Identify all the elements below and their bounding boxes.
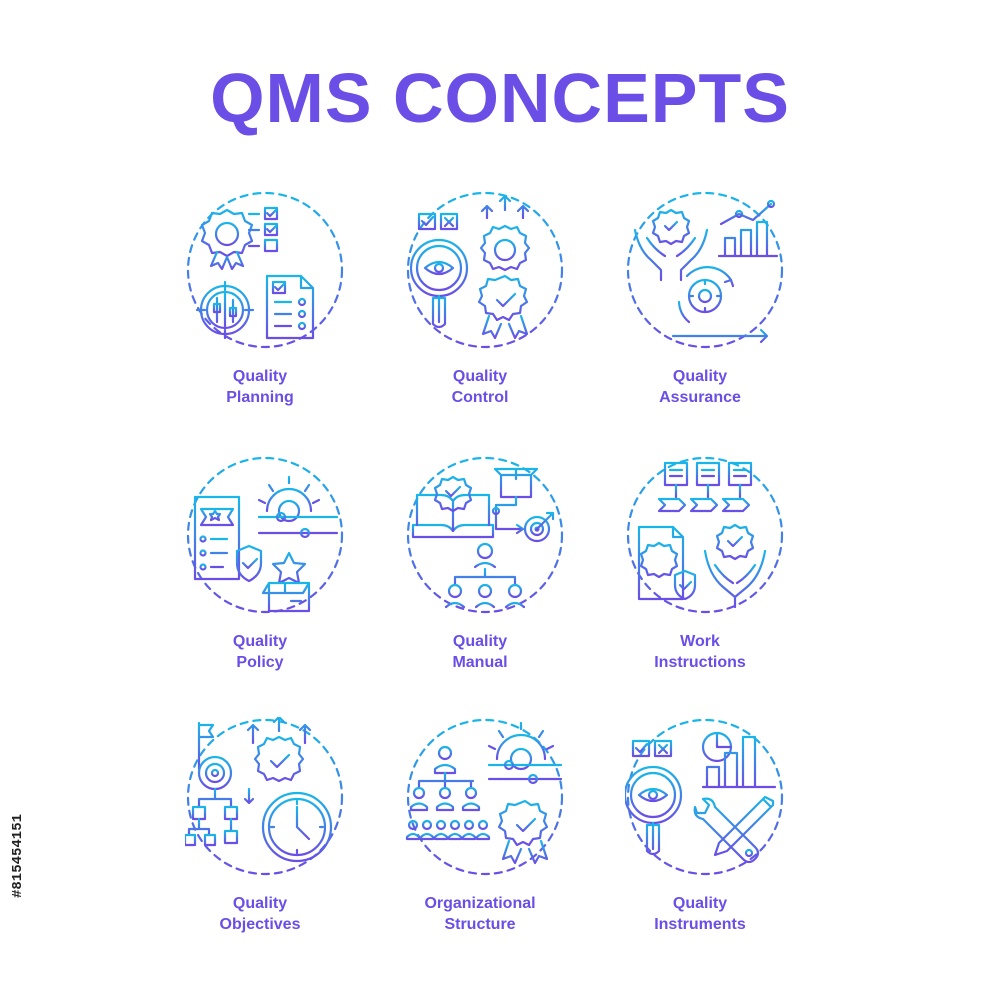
page-title: QMS CONCEPTS <box>210 59 790 137</box>
concept-label-line1: Work <box>680 633 720 650</box>
concept-quality-control: Quality Control <box>395 190 615 455</box>
concepts-grid: Quality Planning Quality <box>175 190 835 950</box>
concept-label-line2: Instruments <box>654 916 746 933</box>
concept-label-line1: Quality <box>452 633 508 650</box>
concept-label-line1: Quality <box>672 895 728 912</box>
concept-label: Quality Instruments <box>615 893 785 935</box>
concept-label-line1: Organizational <box>424 895 536 912</box>
organizational-structure-icon <box>405 718 564 876</box>
concept-label: Quality Policy <box>175 631 345 673</box>
concept-label: Quality Assurance <box>615 366 785 408</box>
quality-control-icon <box>406 191 564 349</box>
concept-organizational-structure: Organizational Structure <box>395 717 615 979</box>
concept-label: Quality Manual <box>395 631 565 673</box>
concept-label-line1: Quality <box>232 368 288 385</box>
concept-work-instructions: Work Instructions <box>615 455 835 717</box>
concept-label: Organizational Structure <box>395 893 565 935</box>
concept-label-line2: Manual <box>452 654 508 671</box>
concept-quality-assurance: Quality Assurance <box>615 190 835 455</box>
concept-label-line1: Quality <box>672 368 728 385</box>
concept-label: Work Instructions <box>615 631 785 673</box>
concept-label-line1: Quality <box>232 633 288 650</box>
stock-id-watermark: #815454151 <box>10 768 34 898</box>
concept-quality-manual: Quality Manual <box>395 455 615 717</box>
concept-label-line2: Policy <box>236 654 284 671</box>
concept-label: Quality Objectives <box>175 893 345 935</box>
concept-quality-objectives: Quality Objectives <box>175 717 395 979</box>
concept-quality-planning: Quality Planning <box>175 190 395 455</box>
concept-label: Quality Planning <box>175 366 345 408</box>
stock-id-text: #815454151 <box>10 813 26 898</box>
concept-quality-instruments: Quality Instruments <box>615 717 835 979</box>
quality-planning-icon <box>186 191 344 349</box>
quality-policy-icon <box>186 456 344 614</box>
work-instructions-icon <box>626 456 784 614</box>
quality-objectives-icon <box>185 717 344 876</box>
concept-label: Quality Control <box>395 366 565 408</box>
concept-label-line1: Quality <box>232 895 288 912</box>
concept-quality-policy: Quality Policy <box>175 455 395 717</box>
concept-label-line1: Quality <box>452 368 508 385</box>
concept-label-line2: Assurance <box>659 389 741 406</box>
quality-instruments-icon <box>625 718 784 876</box>
concept-label-line2: Objectives <box>219 916 301 933</box>
quality-assurance-icon <box>626 191 784 349</box>
concept-label-line2: Instructions <box>654 654 746 671</box>
concept-label-line2: Planning <box>226 389 294 406</box>
concept-label-line2: Structure <box>444 916 516 933</box>
concept-label-line2: Control <box>451 389 509 406</box>
quality-manual-icon <box>406 456 564 614</box>
